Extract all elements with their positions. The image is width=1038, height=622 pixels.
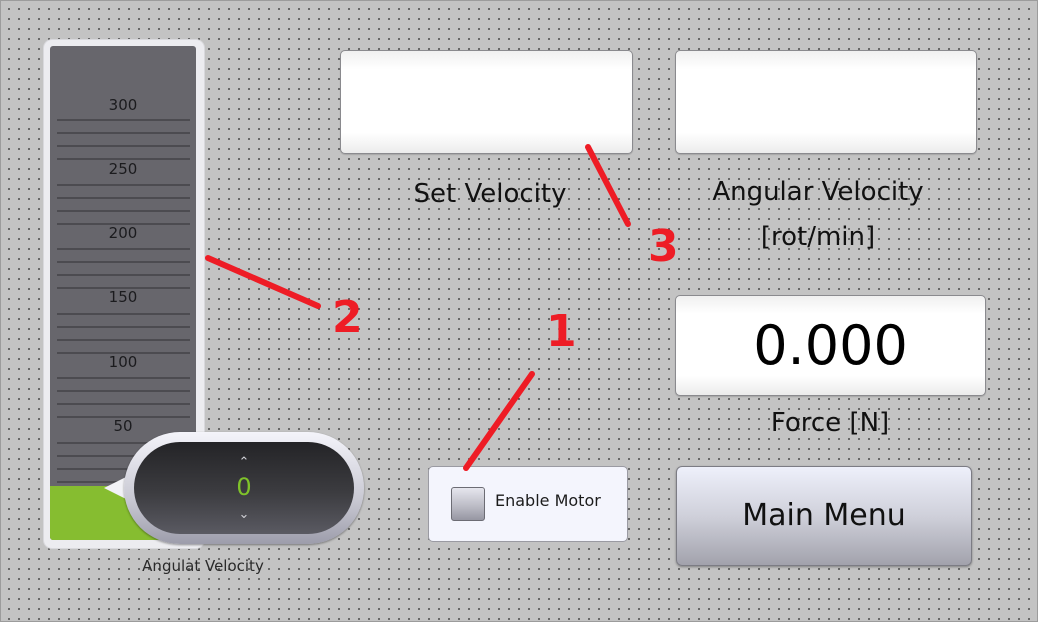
tick	[57, 416, 190, 418]
slider-track[interactable]: 300 250 200 150 100 50	[50, 46, 196, 540]
angular-velocity-unit: [rot/min]	[760, 222, 876, 252]
tick-label-150: 150	[108, 288, 138, 306]
tick	[57, 145, 190, 147]
slider-caption: Angulat Velocity	[142, 557, 264, 575]
tick	[57, 352, 190, 354]
tick	[57, 223, 190, 225]
tick	[57, 326, 190, 328]
tick	[57, 248, 190, 250]
tick	[57, 455, 190, 457]
force-output: 0.000	[675, 295, 986, 396]
tick	[57, 261, 190, 263]
tick-label-200: 200	[108, 224, 138, 242]
tick	[57, 119, 190, 121]
tick	[57, 274, 190, 276]
tick	[57, 210, 190, 212]
annotation-2: 2	[332, 292, 363, 343]
tick	[57, 377, 190, 379]
tick	[57, 197, 190, 199]
tick	[57, 403, 190, 405]
velocity-spinner[interactable]: ⌃ 0 ⌄	[124, 432, 364, 544]
annotation-3: 3	[648, 221, 679, 272]
main-menu-button[interactable]: Main Menu	[676, 466, 972, 566]
tick-label-250: 250	[108, 160, 138, 178]
set-velocity-input[interactable]	[340, 50, 633, 154]
tick	[57, 442, 190, 444]
angular-velocity-label: Angular Velocity	[712, 177, 924, 207]
tick	[57, 339, 190, 341]
tick-label-50: 50	[113, 417, 133, 435]
set-velocity-label: Set Velocity	[413, 179, 567, 209]
tick-label-100: 100	[108, 353, 138, 371]
tick	[57, 287, 190, 289]
tick-label-300: 300	[108, 96, 138, 114]
enable-motor-label[interactable]: Enable Motor	[495, 491, 601, 510]
tick	[57, 184, 190, 186]
chevron-down-icon[interactable]: ⌄	[238, 507, 250, 522]
enable-motor-checkbox-panel[interactable]: Enable Motor	[428, 466, 628, 542]
chevron-up-icon[interactable]: ⌃	[238, 455, 250, 470]
tick	[57, 158, 190, 160]
tick	[57, 313, 190, 315]
annotation-1: 1	[546, 306, 577, 357]
spinner-display: ⌃ 0 ⌄	[134, 442, 354, 534]
tick	[57, 468, 190, 470]
tick	[57, 390, 190, 392]
spinner-value: 0	[236, 473, 252, 501]
force-value: 0.000	[753, 314, 908, 377]
angular-velocity-output	[675, 50, 977, 154]
enable-motor-checkbox[interactable]	[451, 487, 485, 521]
tick	[57, 132, 190, 134]
slider-pointer-icon[interactable]	[104, 477, 126, 499]
force-label: Force [N]	[770, 408, 890, 438]
